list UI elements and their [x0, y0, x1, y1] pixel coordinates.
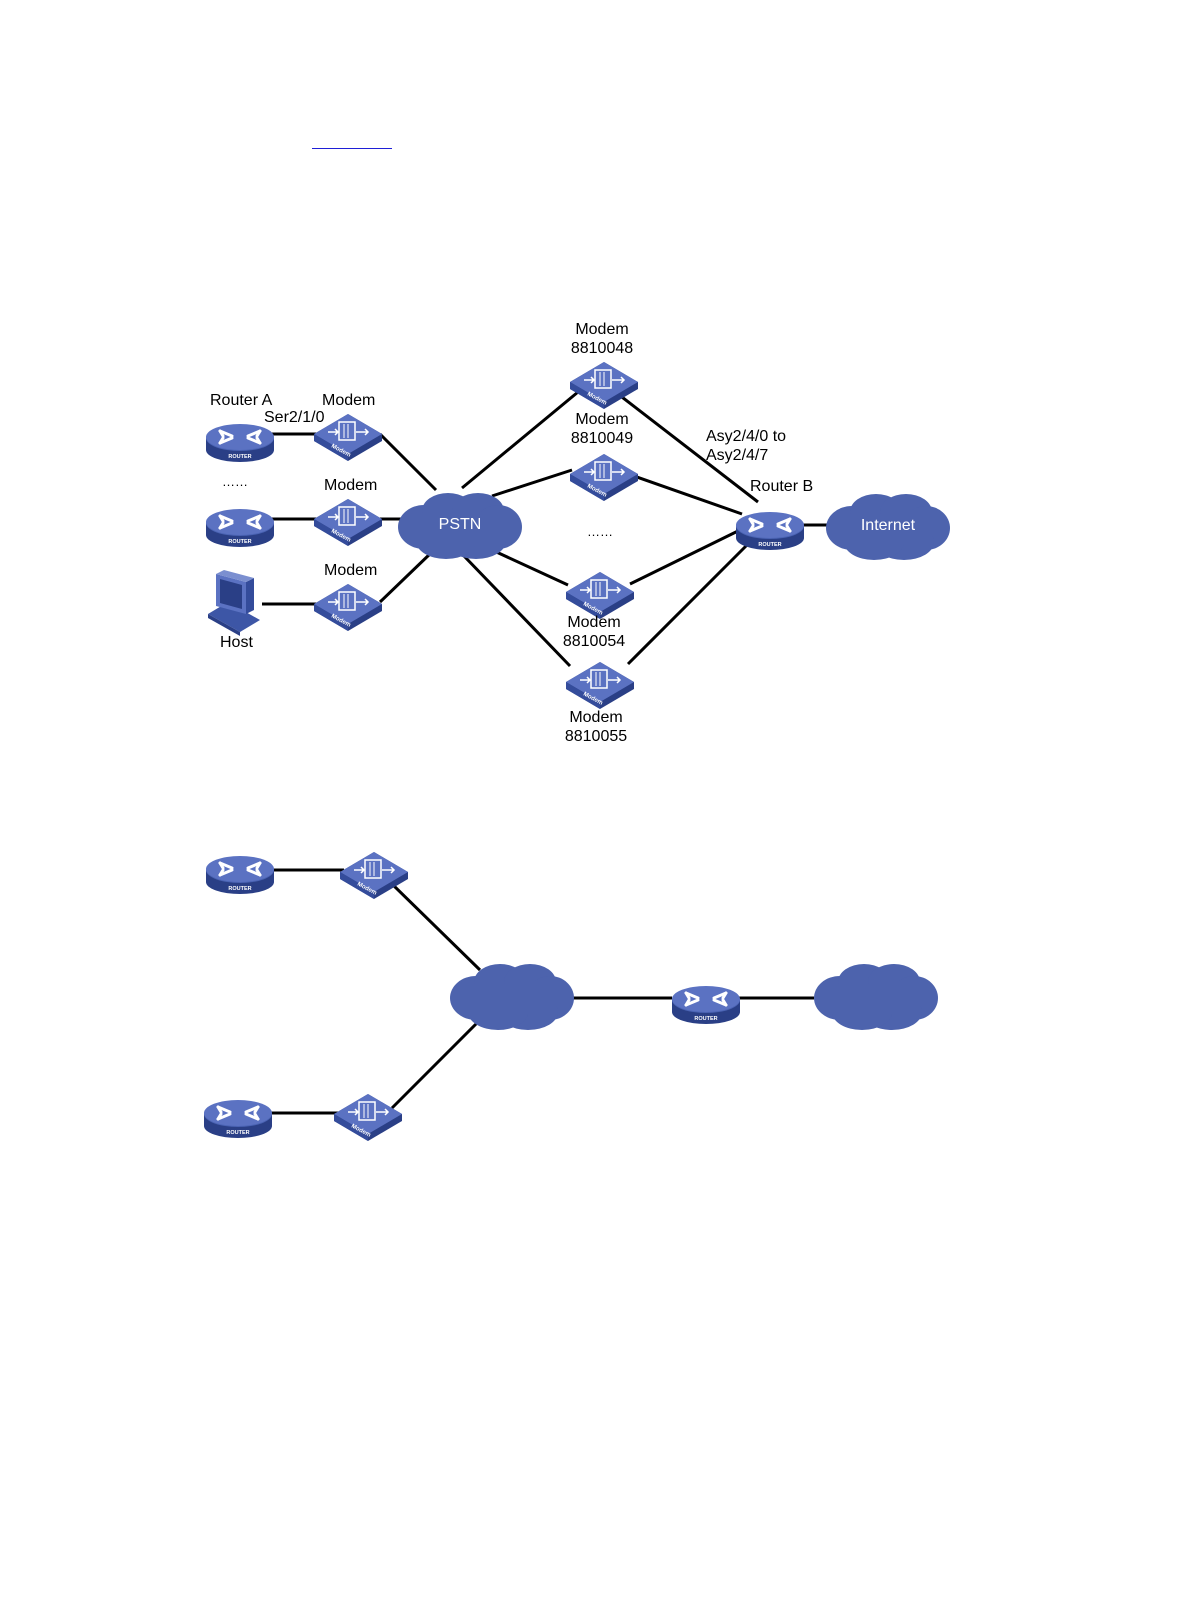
label-router-a: Router A — [210, 392, 273, 409]
link-pstn-modem-55 — [464, 556, 570, 666]
modem-bottom-icon — [334, 1094, 402, 1141]
label-modem-48: Modem — [575, 321, 628, 338]
link-pstn-modem-49 — [492, 470, 572, 496]
diagram-2 — [204, 852, 938, 1141]
label-modem-54: Modem — [567, 614, 620, 631]
cloud-middle-icon — [450, 964, 574, 1030]
label-ellipsis-left: …… — [222, 474, 248, 489]
modem-b-icon — [314, 499, 382, 546]
modem-top-icon — [340, 852, 408, 899]
modem-host-icon — [314, 584, 382, 631]
link-modem-a-pstn — [380, 434, 436, 490]
router-2-icon — [206, 509, 274, 547]
link-pstn-modem-54 — [492, 550, 568, 585]
label-router-b: Router B — [750, 478, 813, 495]
link-modem-49-router-b — [634, 476, 742, 514]
link-modem-bottom-cloud — [392, 1016, 484, 1108]
label-modem-host: Modem — [324, 562, 377, 579]
label-modem-b: Modem — [324, 477, 377, 494]
modem-54-icon — [566, 572, 634, 619]
label-ser-interface: Ser2/1/0 — [264, 409, 325, 426]
modem-55-icon — [566, 662, 634, 709]
router-top-icon — [206, 856, 274, 894]
label-number-54: 8810054 — [563, 633, 625, 650]
router-bottom-icon — [204, 1100, 272, 1138]
label-internet: Internet — [861, 517, 916, 534]
diagram-1: Router A Ser2/1/0 Modem …… Modem Modem H… — [206, 321, 950, 745]
router-middle-icon — [672, 986, 740, 1024]
link-modem-host-pstn — [380, 552, 432, 602]
label-number-48: 8810048 — [571, 340, 633, 357]
label-modem-49: Modem — [575, 411, 628, 428]
router-a-icon — [206, 424, 274, 462]
link-modem-top-cloud — [392, 884, 480, 970]
cloud-right-icon — [814, 964, 938, 1030]
label-number-49: 8810049 — [571, 430, 633, 447]
label-modem-a: Modem — [322, 392, 375, 409]
link-modem-55-router-b — [628, 544, 748, 664]
label-async-range-2: Asy2/4/7 — [706, 447, 768, 464]
label-pstn: PSTN — [439, 516, 482, 533]
router-b-icon — [736, 512, 804, 550]
label-ellipsis-mid: …… — [587, 524, 613, 539]
label-async-range-1: Asy2/4/0 to — [706, 428, 786, 445]
modem-49-icon — [570, 454, 638, 501]
label-modem-55: Modem — [569, 709, 622, 726]
hyperlink-underline[interactable] — [312, 148, 392, 149]
label-number-55: 8810055 — [565, 728, 627, 745]
link-modem-54-router-b — [630, 530, 740, 584]
host-icon — [208, 570, 260, 636]
label-host: Host — [220, 634, 253, 651]
